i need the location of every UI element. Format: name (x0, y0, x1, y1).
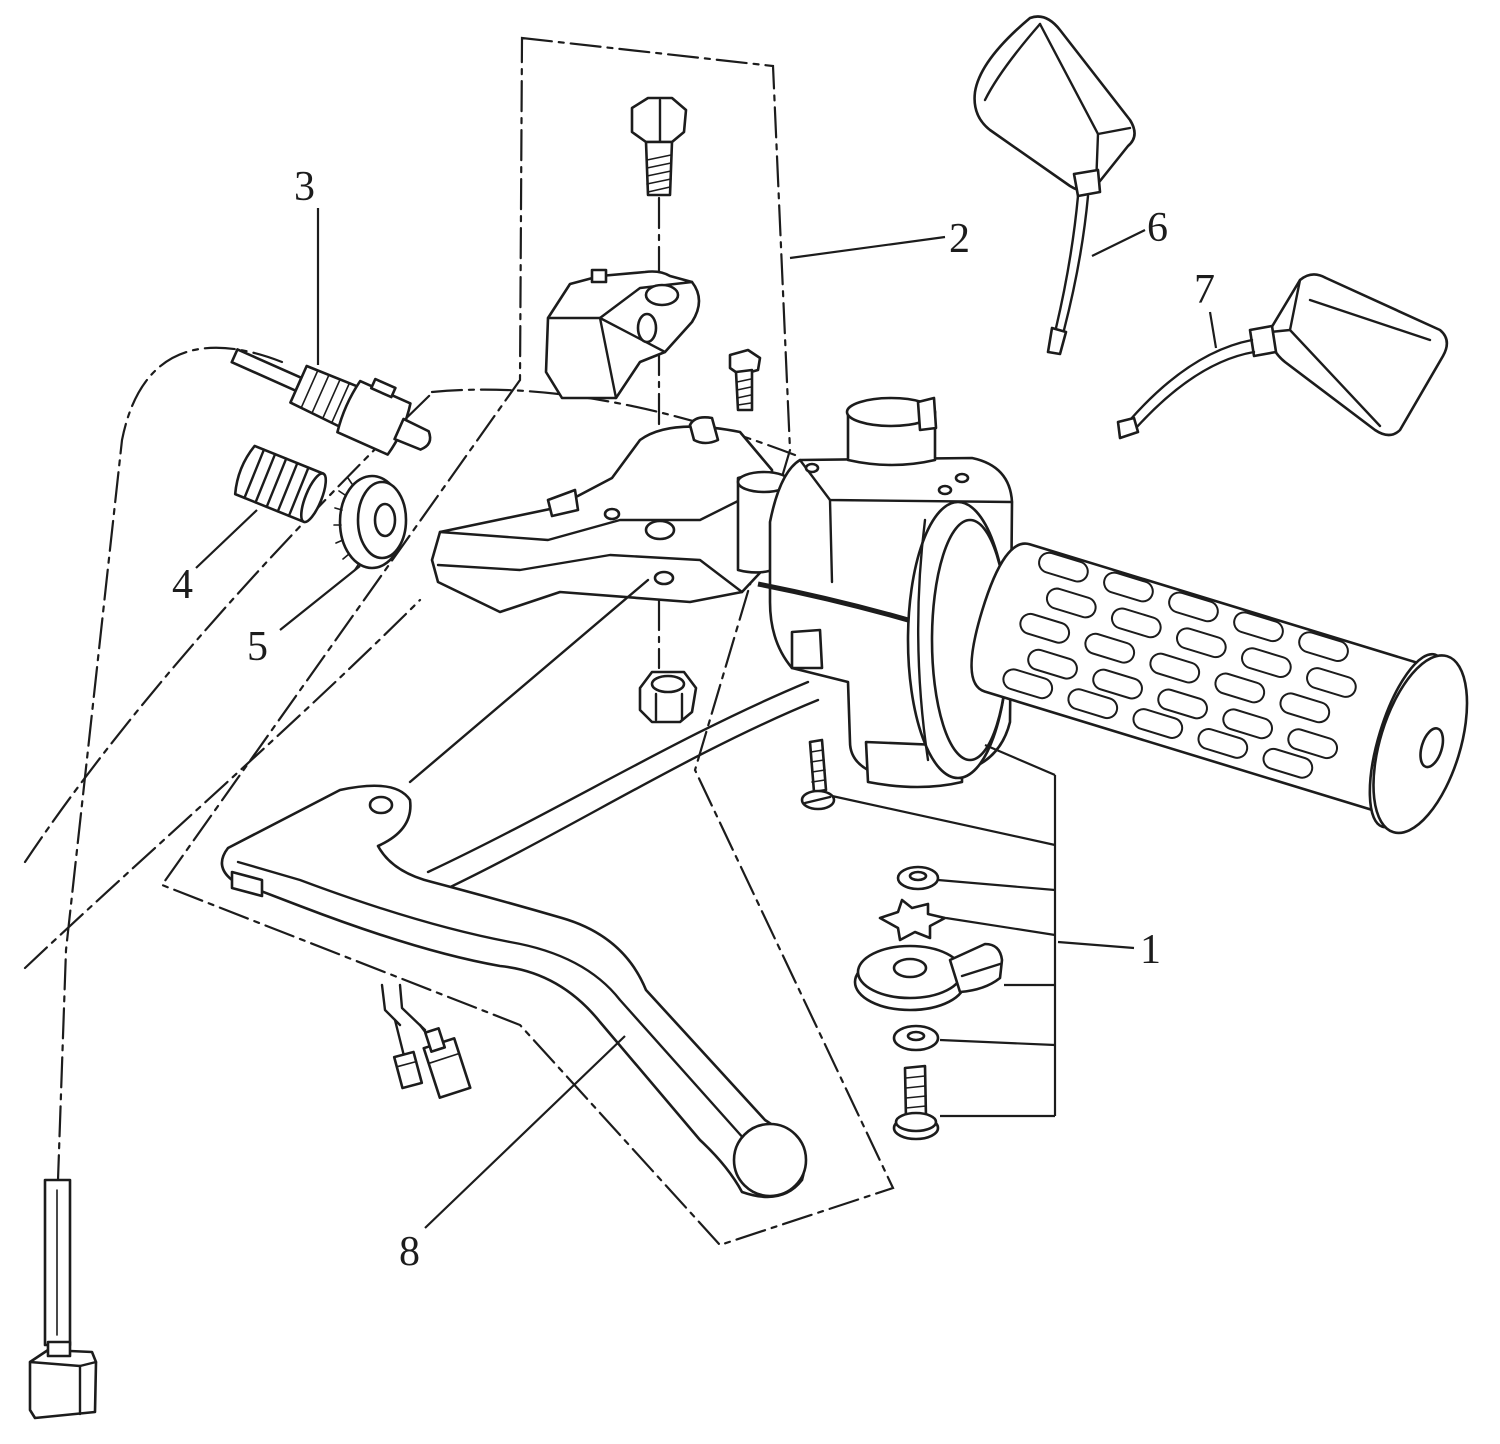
pivot-connection-line (408, 578, 650, 784)
grip-pattern-pill (1168, 591, 1219, 623)
throttle-collar (906, 500, 1010, 780)
small-flange-bolt (728, 348, 762, 412)
grip-pattern-pill (1197, 728, 1249, 759)
washer-upper-hole (908, 870, 928, 882)
throttle-cam (853, 942, 1004, 1012)
grip-pattern-pill (1262, 747, 1314, 779)
leader-lines (195, 208, 1218, 1229)
callout-1: 1 (1140, 927, 1161, 973)
grip-pattern-pill (1157, 688, 1208, 720)
grip-pattern-pill (1279, 692, 1331, 724)
star-washer (878, 898, 947, 942)
grip-pattern-pill (1306, 667, 1357, 698)
callout-4: 4 (172, 562, 193, 608)
throttle-grip (970, 542, 1469, 835)
grip-pattern-pill (1019, 612, 1071, 644)
lever-assembly-boundary (160, 36, 895, 1247)
pivot-nut (638, 670, 698, 724)
callout-3: 3 (294, 164, 315, 210)
mirror-right (1116, 273, 1449, 440)
grip-pattern (1002, 551, 1357, 779)
cam-bolt (892, 1064, 940, 1141)
grip-pattern-pill (1045, 587, 1097, 619)
grip-pattern-pill (1222, 708, 1273, 740)
housing-screw (800, 738, 836, 811)
handlebar-outline (23, 388, 797, 970)
grip-pattern-pill (1038, 551, 1089, 583)
grip-pattern-pill (1103, 571, 1154, 603)
grip-pattern-pill (1132, 708, 1184, 739)
grip-pattern-pill (1092, 668, 1143, 700)
pivot-bolt (630, 96, 688, 197)
grip-pattern-pill (1110, 607, 1162, 639)
throttle-cable (28, 346, 284, 1420)
grip-pattern-pill (1002, 668, 1054, 700)
grip-pattern-pill (1084, 632, 1136, 664)
brake-hose (426, 680, 820, 894)
mirror-left (973, 15, 1136, 356)
grip-pattern-pill (1175, 627, 1227, 659)
ring-nut (333, 474, 408, 572)
brake-lever (220, 784, 808, 1199)
callout-8: 8 (399, 1229, 420, 1275)
cable-adjuster (230, 348, 432, 456)
brake-switch (544, 268, 701, 400)
grip-pattern-pill (1067, 688, 1119, 720)
grip-pattern-pill (1233, 611, 1284, 643)
lever-perch (430, 416, 794, 614)
kill-switch-knob (845, 396, 938, 467)
grip-pattern-pill (1214, 672, 1266, 704)
callout-6: 6 (1147, 205, 1168, 251)
callout-5: 5 (247, 624, 268, 670)
callout-7: 7 (1194, 267, 1215, 313)
callout-2: 2 (949, 216, 970, 262)
grip-pattern-pill (1287, 728, 1339, 760)
grip-pattern-pill (1027, 648, 1078, 680)
grip-pattern-pill (1149, 652, 1201, 684)
grip-pattern-pill (1298, 631, 1349, 663)
adjuster-collar (233, 444, 328, 524)
grip-pattern-pill (1241, 647, 1292, 679)
washer-lower-hole (906, 1030, 926, 1042)
switch-wires (380, 983, 472, 1099)
grip-end-hole (1419, 727, 1445, 769)
callout-labels: 1 2 3 4 5 6 7 8 (172, 164, 1215, 1275)
cable-connector (28, 1340, 98, 1420)
